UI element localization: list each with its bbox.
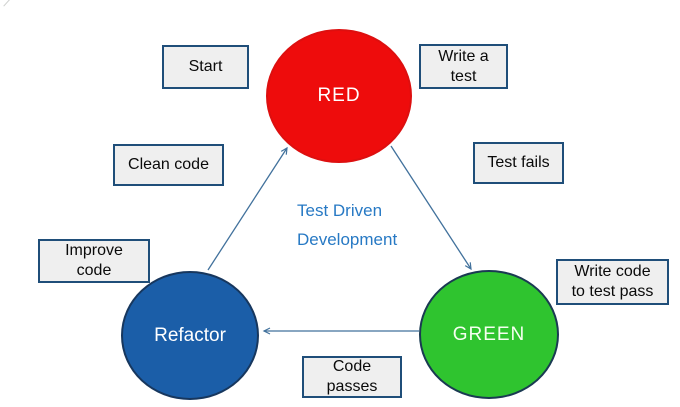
diagram-title-line2: Development (297, 230, 398, 249)
node-green: GREEN (419, 270, 559, 399)
node-label: Refactor (154, 324, 226, 346)
label-text: Write code (574, 263, 651, 280)
label-text: code (76, 262, 112, 279)
node-red: RED (266, 29, 412, 163)
label-text: test (450, 67, 477, 85)
label-text: Code (332, 358, 372, 375)
diagram-title: Test Driven Development (297, 196, 397, 254)
node-label: RED (317, 85, 361, 106)
label-text: Clean code (128, 156, 209, 173)
label-box-write-a-test: Write a test (419, 44, 508, 89)
label-box-code-passes: Code passes (302, 356, 402, 398)
node-label: GREEN (452, 323, 526, 345)
arrow-red-to-green (390, 145, 472, 271)
label-text: to test pass (571, 283, 654, 300)
label-box-improve-code: Improve code (38, 239, 150, 283)
diagram-title-line1: Test Driven (297, 201, 383, 220)
label-box-clean-code: Clean code (113, 144, 224, 186)
label-text: Test fails (487, 154, 550, 171)
label-box-test-fails: Test fails (473, 142, 564, 184)
label-text: passes (326, 378, 378, 395)
label-box-write-code-to-test-pass: Write code to test pass (556, 259, 669, 305)
label-text: Start (188, 58, 223, 75)
corner-artifact (3, 0, 11, 7)
label-text: Write a (438, 47, 489, 65)
label-text: Improve (65, 242, 123, 259)
label-box-start: Start (162, 45, 249, 89)
node-refactor: Refactor (121, 271, 259, 400)
